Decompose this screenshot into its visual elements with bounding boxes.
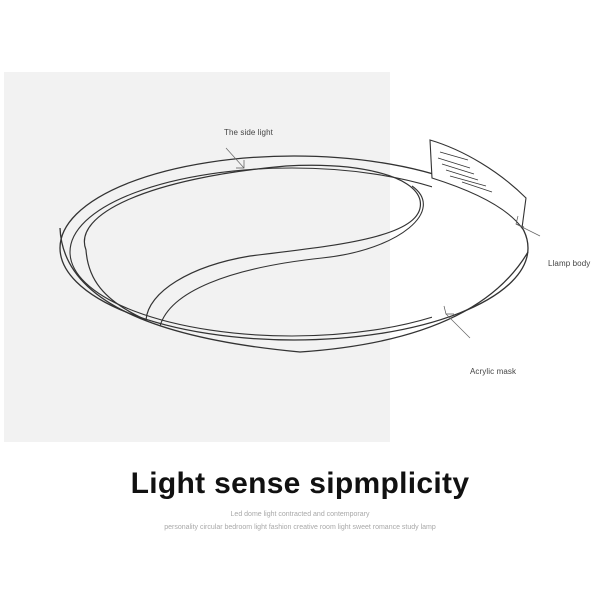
acrylic-mask-stripe bbox=[159, 185, 424, 327]
background-panel bbox=[4, 72, 390, 442]
subtitle-line-1: Led dome light contracted and contempora… bbox=[230, 511, 370, 518]
subtitle-line-2: personality circular bedroom light fashi… bbox=[164, 524, 436, 531]
lamp-inner-ring bbox=[69, 167, 432, 337]
label-side-light: The side light bbox=[224, 128, 273, 137]
label-acrylic-mask: Acrylic mask bbox=[470, 367, 517, 376]
callout-arrowheads bbox=[236, 160, 525, 315]
lamp-rim-depth bbox=[59, 227, 529, 353]
callout-pointers bbox=[225, 147, 541, 339]
acrylic-mask-left-lobe bbox=[83, 164, 421, 321]
lamp-outer-rim bbox=[59, 155, 529, 341]
headline: Light sense sipmplicity bbox=[130, 467, 470, 500]
side-light-hatching bbox=[437, 151, 493, 193]
label-lamp-body: Llamp body bbox=[548, 259, 591, 268]
